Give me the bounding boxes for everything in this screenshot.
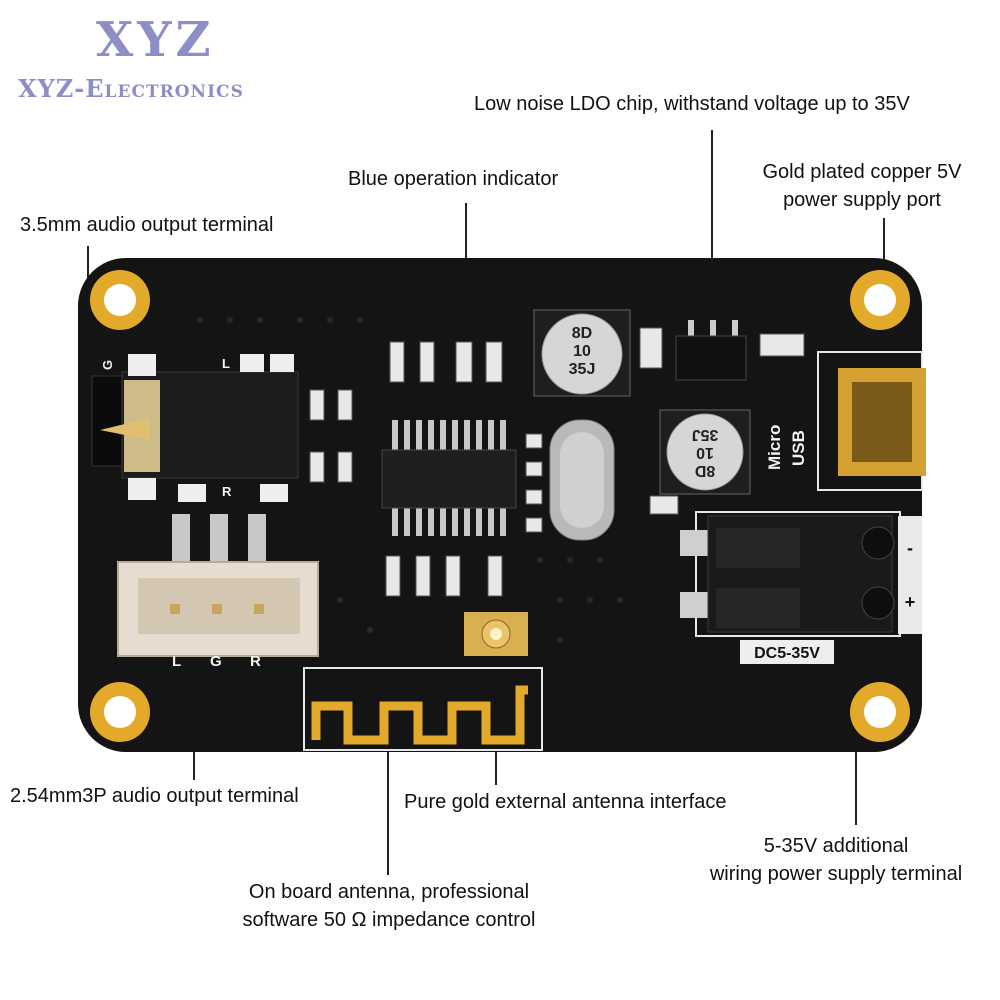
svg-text:DC5-35V: DC5-35V [754, 645, 820, 662]
callout-external-antenna: Pure gold external antenna interface [404, 791, 727, 813]
svg-text:USB: USB [789, 430, 808, 466]
capacitor-2: 8D 10 35J [659, 409, 751, 495]
micro-usb-port: Micro USB [765, 351, 926, 491]
svg-text:+: + [905, 592, 916, 612]
capacitor-1: 8D 10 35J [533, 309, 631, 397]
svg-text:L: L [172, 653, 181, 670]
svg-text:Micro: Micro [765, 425, 784, 470]
svg-text:8D: 8D [572, 325, 592, 342]
callout-extra-power-line2: wiring power supply terminal [709, 863, 963, 885]
svg-text:35J: 35J [569, 361, 596, 378]
antenna-connector [464, 612, 528, 656]
mounting-holes [90, 270, 910, 742]
audio-jack: G L R [91, 354, 299, 502]
callout-onboard-antenna: On board antenna, professional software … [214, 878, 564, 934]
callout-ldo-chip: Low noise LDO chip, withstand voltage up… [474, 93, 910, 115]
callout-indicator: Blue operation indicator [348, 168, 559, 190]
callout-extra-power-line1: 5-35V additional [763, 835, 909, 857]
callout-three-pin: 2.54mm3P audio output terminal [10, 785, 299, 807]
svg-text:-: - [907, 538, 913, 558]
callout-audio-jack: 3.5mm audio output terminal [20, 214, 274, 236]
screw-terminal: - + DC5-35V [680, 511, 922, 664]
svg-text:G: G [100, 360, 115, 370]
svg-text:R: R [222, 484, 232, 499]
svg-text:8D: 8D [695, 462, 715, 479]
callout-usb-port-line2: power supply port [783, 189, 941, 211]
svg-text:R: R [250, 653, 261, 670]
company-name: XYZ-Electronics [18, 74, 244, 103]
three-pin-connector: L G R [117, 514, 319, 670]
svg-text:10: 10 [573, 343, 591, 360]
main-ic [381, 420, 517, 536]
svg-text:10: 10 [696, 444, 714, 461]
svg-text:G: G [210, 653, 222, 670]
svg-text:35J: 35J [692, 426, 719, 443]
callout-onboard-antenna-line2: software 50 Ω impedance control [242, 909, 536, 931]
svg-text:L: L [222, 356, 230, 371]
callout-usb-port: Gold plated copper 5V power supply port [740, 158, 984, 214]
onboard-antenna [303, 667, 543, 751]
callout-usb-port-line1: Gold plated copper 5V [762, 161, 962, 183]
ldo-chip [675, 320, 747, 381]
callout-extra-power: 5-35V additional wiring power supply ter… [686, 832, 986, 888]
callout-onboard-antenna-line1: On board antenna, professional [248, 881, 530, 903]
brand-logo: XYZ [96, 12, 215, 68]
